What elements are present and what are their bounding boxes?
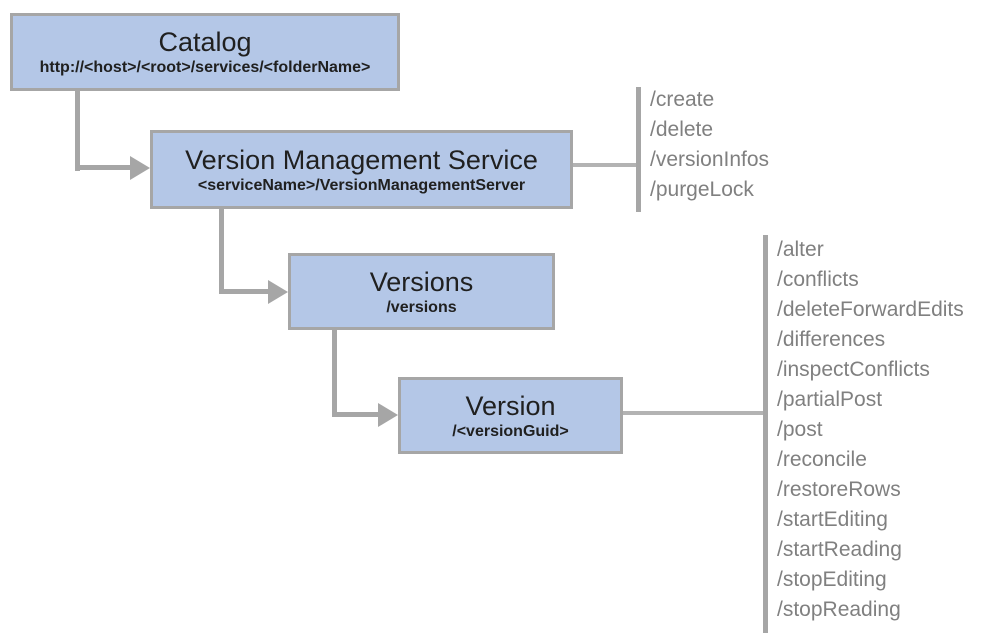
endpoint-item: /purgeLock bbox=[650, 178, 754, 201]
endpoint-item: /conflicts bbox=[777, 268, 859, 291]
endpoint-item: /versionInfos bbox=[650, 148, 770, 171]
node-title: Version bbox=[465, 390, 556, 421]
node-subtitle: /<versionGuid> bbox=[452, 422, 569, 440]
endpoint-item: /deleteForwardEdits bbox=[777, 298, 964, 321]
endpoint-item: /startEditing bbox=[777, 508, 888, 531]
connector-catalog-vms-vertical bbox=[75, 91, 80, 171]
arrow-right-icon bbox=[130, 156, 150, 180]
node-title: Catalog bbox=[158, 27, 252, 57]
endpoint-item: /reconcile bbox=[777, 448, 867, 471]
endpoint-item: /restoreRows bbox=[777, 478, 901, 501]
bracket-vms-endpoints-vertical bbox=[636, 87, 641, 212]
bracket-vms-endpoints-horizontal bbox=[573, 163, 637, 167]
endpoint-item: /inspectConflicts bbox=[777, 358, 930, 381]
connector-catalog-vms-horizontal bbox=[75, 165, 131, 170]
endpoint-item: /differences bbox=[777, 328, 886, 351]
endpoint-item: /startReading bbox=[777, 538, 902, 561]
endpoint-item: /post bbox=[777, 418, 823, 441]
node-versions: Versions /versions bbox=[288, 253, 555, 330]
node-subtitle: /versions bbox=[386, 298, 457, 316]
endpoint-item: /create bbox=[650, 88, 715, 111]
arrow-right-icon bbox=[378, 403, 398, 427]
arrow-right-icon bbox=[268, 280, 288, 304]
node-version-management-service: Version Management Service <serviceName>… bbox=[150, 130, 573, 209]
node-version: Version /<versionGuid> bbox=[398, 377, 623, 454]
connector-vms-versions-horizontal bbox=[219, 289, 269, 294]
endpoint-item: /stopReading bbox=[777, 598, 901, 621]
node-title: Version Management Service bbox=[185, 144, 538, 175]
endpoint-item: /stopEditing bbox=[777, 568, 887, 591]
bracket-version-endpoints-horizontal bbox=[623, 411, 764, 415]
connector-versions-version-vertical bbox=[332, 330, 337, 417]
endpoint-list-vms: /create /delete /versionInfos /purgeLock bbox=[650, 85, 769, 205]
endpoint-item: /alter bbox=[777, 238, 824, 261]
node-subtitle: http://<host>/<root>/services/<folderNam… bbox=[39, 59, 371, 76]
node-subtitle: <serviceName>/VersionManagementServer bbox=[197, 176, 526, 194]
endpoint-item: /partialPost bbox=[777, 388, 883, 411]
endpoint-list-version: /alter /conflicts /deleteForwardEdits /d… bbox=[777, 235, 964, 625]
connector-versions-version-horizontal bbox=[332, 412, 379, 417]
endpoint-item: /delete bbox=[650, 118, 714, 141]
node-catalog: Catalog http://<host>/<root>/services/<f… bbox=[10, 13, 400, 91]
node-title: Versions bbox=[369, 266, 474, 297]
bracket-version-endpoints-vertical bbox=[763, 235, 768, 633]
connector-vms-versions-vertical bbox=[219, 209, 224, 294]
